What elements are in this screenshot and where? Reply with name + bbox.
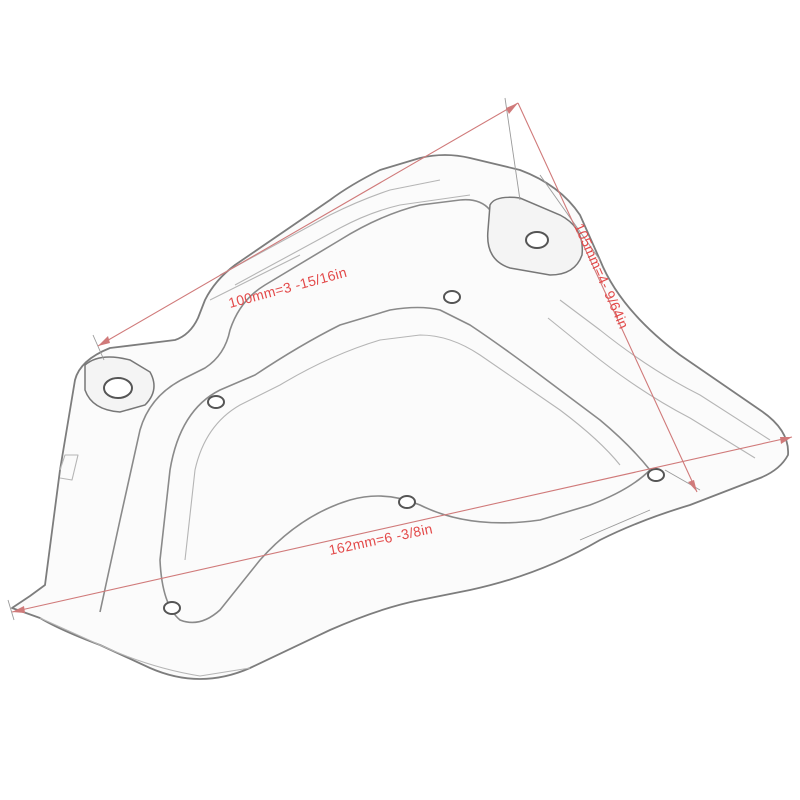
dimension-line-top bbox=[97, 102, 519, 347]
arrowhead-bottom-right bbox=[780, 437, 792, 444]
dimension-line-bottom bbox=[11, 436, 793, 613]
inner-rim-outline bbox=[99, 198, 501, 613]
mounting-hole-left bbox=[103, 377, 133, 399]
right-rib-2 bbox=[547, 317, 756, 459]
top-rib-3 bbox=[209, 254, 301, 301]
arrowhead-top-left bbox=[98, 336, 110, 346]
bolt-hole-right bbox=[647, 468, 665, 482]
top-rib-2 bbox=[234, 194, 471, 286]
arrowhead-bottom-left bbox=[12, 606, 25, 613]
extension-line-bottom-right bbox=[579, 509, 651, 541]
arrowhead-top-right bbox=[506, 103, 518, 114]
bolt-hole-upper bbox=[443, 290, 461, 304]
extension-line-bottom-left bbox=[7, 599, 15, 621]
inner-cutout-outline bbox=[159, 306, 651, 624]
left-edge-outline bbox=[59, 454, 79, 481]
bolt-hole-bottom bbox=[163, 601, 181, 615]
extension-line-left bbox=[92, 334, 105, 361]
bottom-edge-outline bbox=[39, 617, 251, 677]
sprocket-cover-outline bbox=[11, 154, 789, 680]
top-rib-1 bbox=[219, 179, 441, 276]
right-rib-1 bbox=[559, 299, 771, 441]
arrowhead-right-bottom bbox=[688, 480, 697, 492]
dimension-line-right bbox=[517, 102, 698, 493]
extension-line-top bbox=[504, 97, 521, 201]
bolt-hole-middle bbox=[398, 495, 416, 509]
inner-ledge-outline bbox=[184, 334, 621, 561]
bolt-hole-left bbox=[207, 395, 225, 409]
mounting-hole-top-right bbox=[525, 231, 549, 249]
extension-line-top-right bbox=[539, 174, 601, 261]
